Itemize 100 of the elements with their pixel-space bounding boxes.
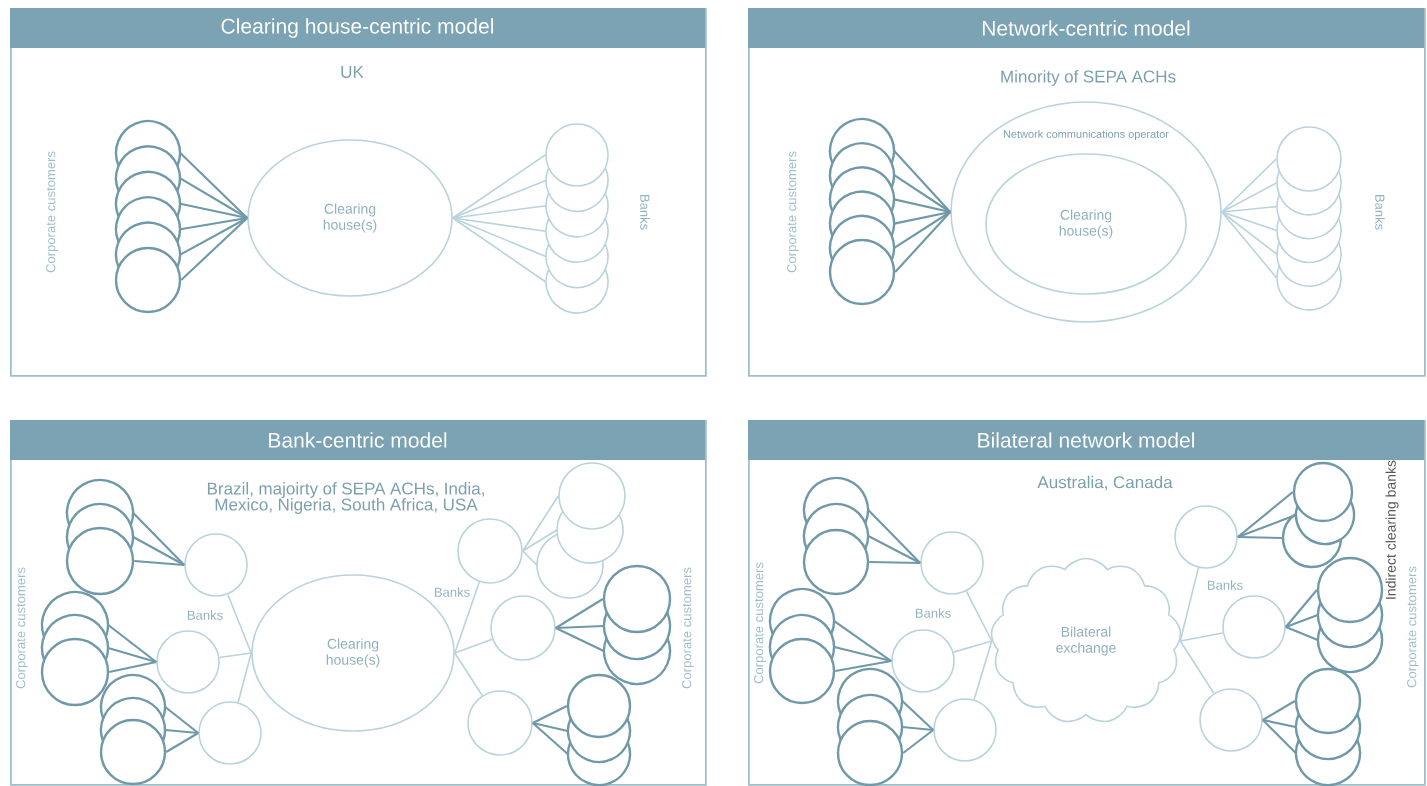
connector-line xyxy=(1221,205,1278,213)
connector-line xyxy=(452,154,546,219)
connector-line xyxy=(532,722,569,755)
connector-line xyxy=(893,174,951,213)
circle xyxy=(920,531,984,595)
connector-line xyxy=(1262,700,1296,721)
connector-line xyxy=(237,652,252,704)
circle xyxy=(40,637,110,707)
group-label: Banks xyxy=(640,194,650,230)
circle xyxy=(933,698,997,762)
connector-line xyxy=(1179,640,1215,695)
circle xyxy=(1199,688,1263,752)
panel-header: Clearing house-centric model xyxy=(10,8,705,48)
circle xyxy=(490,595,556,661)
circle xyxy=(184,533,248,597)
circle xyxy=(545,123,609,187)
connector-line xyxy=(179,217,248,256)
circle xyxy=(99,718,167,786)
connector-line xyxy=(107,624,157,663)
connector-line xyxy=(532,721,568,733)
circle xyxy=(65,526,135,596)
connector-line xyxy=(965,590,993,642)
circle xyxy=(566,673,632,739)
connector-line xyxy=(1221,211,1278,255)
circle xyxy=(457,518,523,584)
connector-line xyxy=(134,559,185,567)
connector-line xyxy=(180,202,248,220)
group-label: Banks xyxy=(1375,194,1385,230)
connector-line xyxy=(893,150,951,213)
connector-line xyxy=(452,217,547,232)
connector-line xyxy=(1221,182,1278,213)
connector-line xyxy=(1179,567,1200,642)
connector-line xyxy=(902,725,934,732)
connector-line xyxy=(835,659,892,673)
subtitle: UK xyxy=(341,66,364,78)
connector-line xyxy=(132,512,185,566)
connector-line xyxy=(893,211,951,249)
connector-line xyxy=(1221,211,1278,232)
connector-line xyxy=(107,647,157,664)
connector-line xyxy=(180,217,248,281)
connector-line xyxy=(1179,632,1224,642)
group-label: Corporate customers xyxy=(16,567,28,689)
group-label: Corporate customers xyxy=(682,567,694,689)
connector-line xyxy=(973,640,993,701)
connector-line xyxy=(834,645,892,663)
connector-line xyxy=(952,640,993,653)
connector-line xyxy=(452,205,547,219)
connector-line xyxy=(1237,535,1283,540)
connector-line xyxy=(1262,719,1297,754)
connector-line xyxy=(894,210,951,225)
circle xyxy=(1174,505,1238,569)
connector-line xyxy=(1285,614,1319,628)
circle xyxy=(198,701,262,765)
circle xyxy=(891,629,955,693)
subtitle: Minority of SEPA ACHs xyxy=(1001,70,1176,86)
circle xyxy=(467,690,533,756)
connector-line xyxy=(522,529,558,552)
group-label: Banks xyxy=(1207,580,1243,590)
connector-line xyxy=(179,152,248,219)
circle xyxy=(1222,595,1286,659)
circle xyxy=(768,637,836,705)
connector-line xyxy=(1237,514,1297,538)
group-label: Corporate customers xyxy=(754,562,766,684)
connector-line xyxy=(869,560,921,565)
connector-line xyxy=(867,509,921,564)
connector-line xyxy=(179,177,248,219)
connector-line xyxy=(218,652,252,659)
connector-line xyxy=(532,705,568,724)
group-label: Indirect clearing banks xyxy=(1385,460,1399,599)
cloud: Bilateral exchange xyxy=(990,557,1182,723)
connector-line xyxy=(1285,626,1319,641)
circle xyxy=(1292,461,1354,523)
connector-line xyxy=(1221,158,1277,213)
circle xyxy=(156,630,220,694)
connector-line xyxy=(108,660,157,674)
group-label: Banks xyxy=(915,608,951,618)
connector-line xyxy=(452,217,547,283)
circle xyxy=(602,564,672,634)
connector-line xyxy=(1221,211,1278,279)
circle xyxy=(828,238,896,306)
connector-line xyxy=(180,216,248,231)
connector-line xyxy=(1262,718,1296,729)
connector-line xyxy=(454,652,483,697)
circle xyxy=(1294,667,1362,735)
connector-line xyxy=(894,198,951,214)
connector-line xyxy=(867,535,921,564)
connector-line xyxy=(227,593,252,654)
circle xyxy=(1316,556,1384,624)
connector-line xyxy=(522,550,538,566)
connector-line xyxy=(522,495,559,552)
connector-line xyxy=(454,581,481,654)
group-label: Banks xyxy=(187,610,223,620)
connector-line xyxy=(894,211,951,273)
circle xyxy=(558,462,626,530)
panel-header: Bilateral network model xyxy=(748,420,1424,460)
group-label: Corporate customers xyxy=(787,151,799,273)
circle xyxy=(1276,126,1342,192)
connector-line xyxy=(1285,589,1318,628)
connector-line xyxy=(165,728,199,735)
connector-line xyxy=(165,732,199,753)
